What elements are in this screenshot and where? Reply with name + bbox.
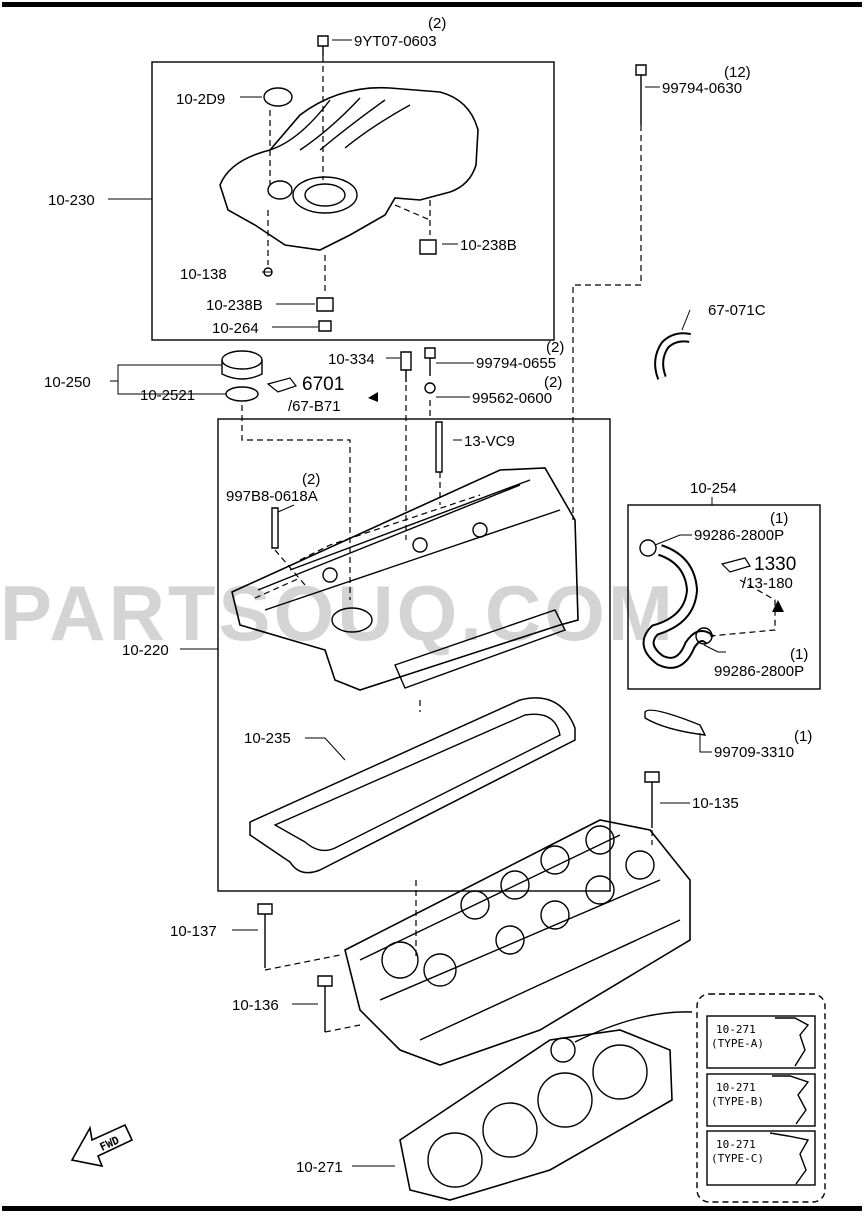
type-b-part: 10-271	[716, 1081, 756, 1094]
label-10-135: 10-135	[692, 795, 739, 812]
qty-99562-0600: (2)	[544, 374, 562, 391]
qty-997b8: (2)	[302, 471, 320, 488]
qty-99794-0655: (2)	[546, 339, 564, 356]
label-6701: 6701	[302, 374, 344, 395]
label-10-136: 10-136	[232, 997, 279, 1014]
type-c-shape	[769, 1132, 810, 1185]
type-a-label: (TYPE-A)	[711, 1037, 764, 1050]
label-10-334: 10-334	[328, 351, 375, 368]
label-10-2521: 10-2521	[140, 387, 195, 404]
engine-cover	[219, 86, 479, 251]
pointer-arrow-13-180	[772, 600, 784, 612]
stud-13-vc9	[435, 421, 443, 473]
label-9yt07-0603: 9YT07-0603	[354, 33, 437, 50]
washer-99562-0600	[424, 382, 436, 394]
type-a-box	[706, 1015, 816, 1069]
label-67-071c: 67-071C	[708, 302, 766, 319]
stud-997b8	[271, 507, 279, 549]
label-10-250: 10-250	[44, 374, 91, 391]
label-99562-0600: 99562-0600	[472, 390, 552, 407]
bolt-10-136	[317, 975, 333, 1032]
gasket-type-box	[696, 993, 826, 1203]
camshaft-caps	[381, 825, 655, 987]
label-10-271: 10-271	[296, 1159, 343, 1176]
label-1330: 1330	[754, 554, 796, 575]
label-10-238b-a: 10-238B	[460, 237, 517, 254]
top-border	[2, 2, 862, 7]
label-99286-2800p-a: 99286-2800P	[694, 527, 784, 544]
type-c-label: (TYPE-C)	[711, 1152, 764, 1165]
label-10-238b-b: 10-238B	[206, 297, 263, 314]
ref-arrow-6701	[266, 377, 297, 393]
band-clamp-99709	[644, 709, 707, 736]
engine-cover-box	[151, 61, 555, 341]
grommet-10-238b-b	[316, 297, 334, 312]
type-a-shape	[775, 1017, 810, 1067]
bore-1	[427, 1132, 483, 1188]
cylinder-head-gasket	[399, 1029, 673, 1201]
gasket-zoom-circle	[550, 1037, 576, 1063]
bolt-99794-0630	[635, 64, 647, 125]
label-10-137: 10-137	[170, 923, 217, 940]
type-b-label: (TYPE-B)	[711, 1095, 764, 1108]
ref-arrow-1330	[720, 557, 751, 573]
hose-box	[627, 504, 821, 690]
baffle-plate	[394, 609, 566, 689]
qty-99286-a: (1)	[770, 510, 788, 527]
label-99794-0630: 99794-0630	[662, 80, 742, 97]
label-10-138: 10-138	[180, 266, 227, 283]
label-10-264: 10-264	[212, 320, 259, 337]
cover-oil-cap-hole	[292, 176, 358, 214]
label-10-2d9: 10-2D9	[176, 91, 225, 108]
pointer-arrow-6701	[368, 392, 378, 402]
type-b-box	[706, 1073, 816, 1127]
type-c-box	[706, 1130, 816, 1186]
bolt-9yt07	[317, 35, 329, 56]
label-99794-0655: 99794-0655	[476, 355, 556, 372]
cover-plug	[263, 87, 293, 107]
head-cover-box	[217, 418, 611, 892]
bolt-10-137	[257, 903, 273, 968]
fwd-arrow	[70, 1123, 134, 1168]
qty-99709: (1)	[794, 728, 812, 745]
type-c-part: 10-271	[716, 1138, 756, 1151]
grommet-10-238b-a	[419, 239, 437, 255]
bolt-10-135	[644, 771, 660, 828]
collar-10-264	[318, 320, 332, 332]
cover-filler-neck	[331, 607, 373, 633]
part-10-334	[400, 351, 412, 382]
bore-2	[482, 1102, 538, 1158]
label-13-180: /13-180	[742, 575, 793, 592]
watermark: PARTSOUQ.COM	[0, 569, 676, 657]
label-10-230: 10-230	[48, 192, 95, 209]
bolt-99794-0655	[424, 347, 436, 376]
cylinder-head-cover	[231, 467, 579, 691]
bore-3	[537, 1072, 593, 1128]
label-67-b71: /67-B71	[288, 398, 341, 415]
type-a-part: 10-271	[716, 1023, 756, 1036]
oil-filler-cap	[221, 350, 263, 370]
cylinder-head	[344, 819, 691, 1066]
label-99709-3310: 99709-3310	[714, 744, 794, 761]
oil-cap-seal	[225, 386, 259, 402]
bore-4	[592, 1044, 648, 1100]
label-13-vc9: 13-VC9	[464, 433, 515, 450]
qty-99286-b: (1)	[790, 646, 808, 663]
label-997b8-0618a: 997B8-0618A	[226, 488, 318, 505]
label-10-235: 10-235	[244, 730, 291, 747]
qty-99794-0630: (12)	[724, 64, 751, 81]
label-99286-2800p-b: 99286-2800P	[714, 663, 804, 680]
type-b-shape	[772, 1075, 810, 1125]
clamp-99286-a	[639, 539, 657, 557]
label-10-220: 10-220	[122, 642, 169, 659]
label-10-254: 10-254	[690, 480, 737, 497]
bottom-border	[2, 1206, 862, 1211]
head-cover-gasket	[249, 697, 576, 874]
qty-9yt07: (2)	[428, 15, 446, 32]
